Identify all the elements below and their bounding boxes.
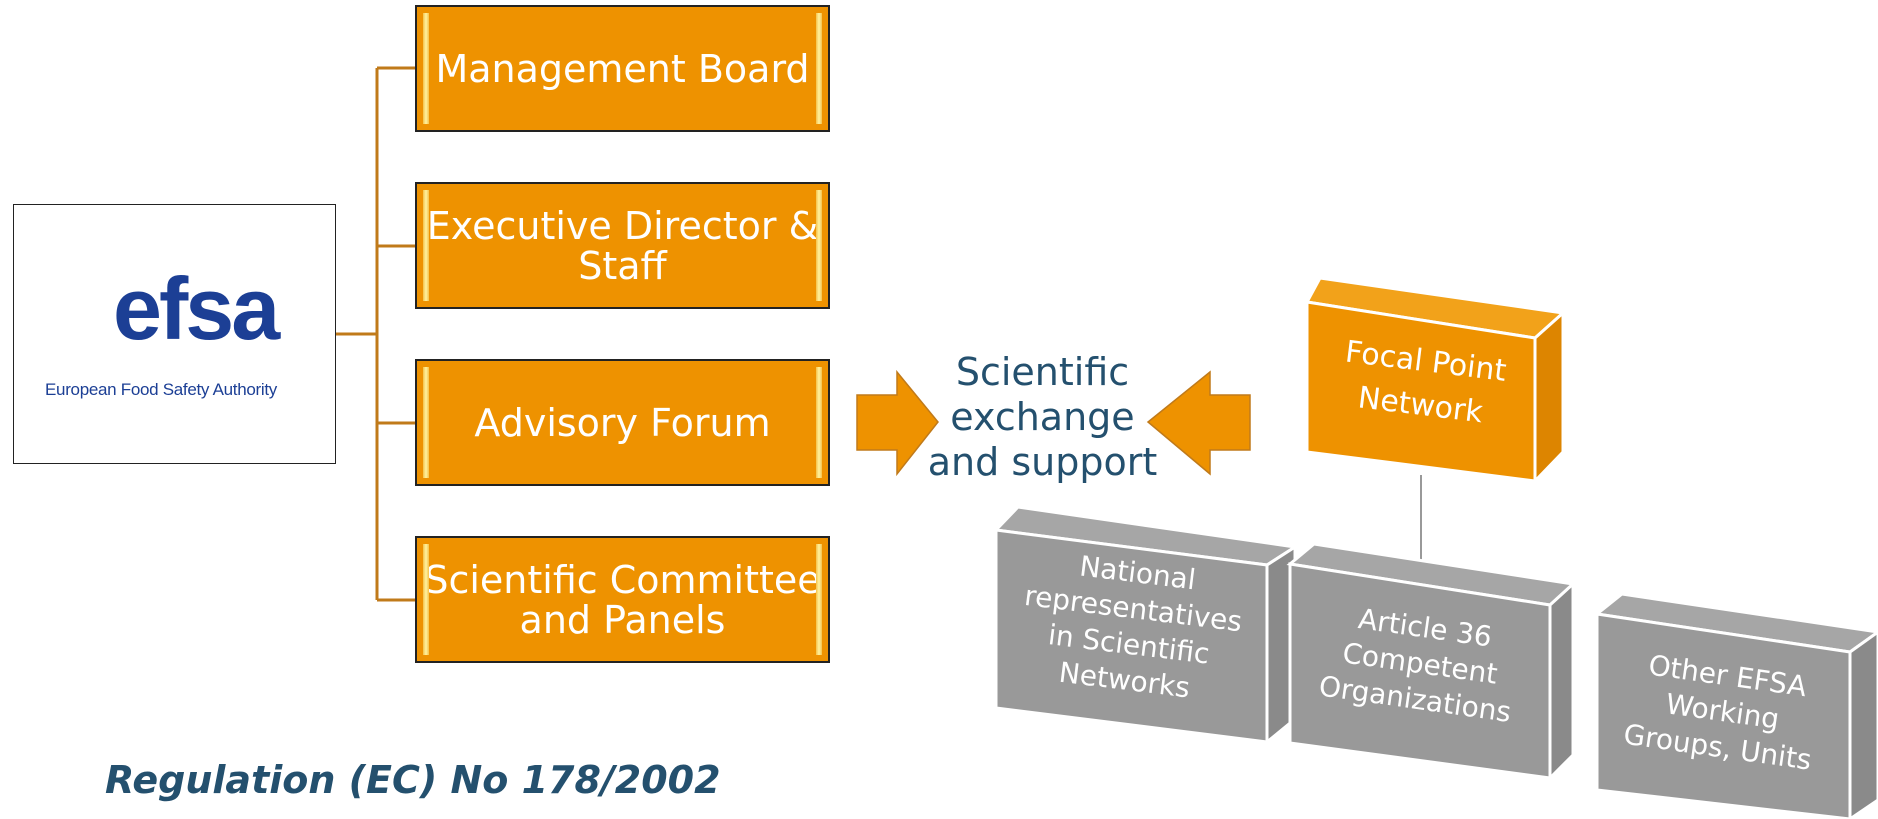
- org-tree-connector: [336, 66, 415, 602]
- executive-director-label: Executive Director & Staff: [426, 203, 819, 288]
- focal-point-cube: [1304, 276, 1567, 485]
- left-arrow: [1146, 370, 1251, 476]
- network-cube-3: [1593, 592, 1878, 819]
- scientific-committee-label: Scientific Committee and Panels: [424, 557, 821, 642]
- efsa-logo-subtitle: European Food Safety Authority: [45, 380, 277, 399]
- network-cube-2: [1286, 542, 1577, 782]
- management-board-label: Management Board: [435, 46, 810, 91]
- efsa-logo-frame: [13, 204, 336, 464]
- right-arrow: [856, 369, 939, 477]
- executive-director-box: Executive Director & Staff: [415, 182, 830, 309]
- efsa-logo-wordmark: efsa: [113, 259, 280, 358]
- scientific-exchange-label: Scientific exchange and support: [927, 350, 1158, 484]
- scientific-committee-box: Scientific Committee and Panels: [415, 536, 830, 663]
- advisory-forum-label: Advisory Forum: [474, 400, 771, 445]
- advisory-forum-box: Advisory Forum: [415, 359, 830, 486]
- regulation-label: Regulation (EC) No 178/2002: [105, 758, 721, 802]
- management-board-box: Management Board: [415, 5, 830, 132]
